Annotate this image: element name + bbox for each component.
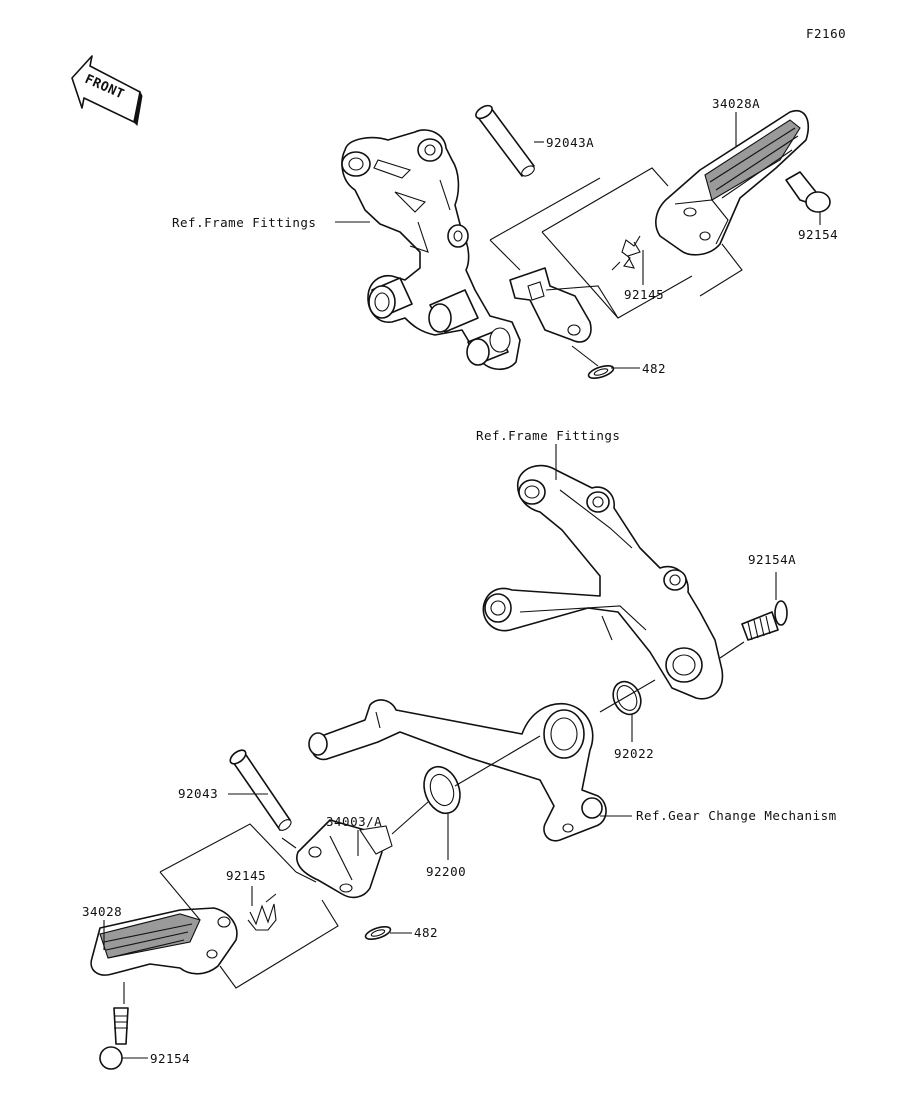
lower-spring: [247, 893, 277, 931]
label-bracket-lower: 34003/A: [326, 814, 382, 829]
label-washer-lower-b: 92200: [426, 864, 466, 879]
lower-frame-bracket: [482, 464, 724, 700]
lower-washer-b: [423, 765, 461, 815]
lower-pin: [229, 749, 292, 831]
label-gear-ref: Ref.Gear Change Mechanism: [636, 808, 837, 823]
front-arrow-icon: FRONT: [71, 55, 143, 127]
upper-footpeg: [655, 109, 810, 256]
label-bolt-lower-a: 92154A: [748, 552, 796, 567]
upper-pivot-boss-3: [466, 327, 511, 366]
upper-pivot-boss-1: [368, 277, 413, 319]
lower-footpeg: [90, 907, 238, 976]
figure-id: F2160: [806, 26, 846, 41]
lower-bolt-a: [741, 600, 788, 641]
label-bolt-upper: 92154: [798, 227, 838, 242]
label-footpeg-upper: 34028A: [712, 96, 760, 111]
label-pin-upper: 92043A: [546, 135, 594, 150]
upper-footpeg-bolt: [785, 171, 831, 213]
upper-peg-mount: [509, 267, 592, 343]
upper-spring: [611, 235, 641, 271]
label-clip-lower: 482: [414, 925, 438, 940]
lower-footpeg-bolt: [99, 1007, 129, 1070]
leader-lines: [103, 112, 821, 1059]
label-pin-lower: 92043: [178, 786, 218, 801]
label-clip-upper: 482: [642, 361, 666, 376]
lower-peg-bracket: [296, 819, 393, 899]
lower-clip: [364, 925, 392, 941]
lower-assembly: [90, 464, 788, 1070]
label-spring-lower: 92145: [226, 868, 266, 883]
shift-lever: [311, 699, 607, 842]
label-bolt-lower: 92154: [150, 1051, 190, 1066]
label-spring-upper: 92145: [624, 287, 664, 302]
upper-assembly: [341, 104, 831, 380]
label-frame-ref-lower: Ref.Frame Fittings: [476, 428, 620, 443]
label-frame-ref-upper: Ref.Frame Fittings: [172, 215, 316, 230]
lower-washer: [612, 680, 642, 716]
upper-clip: [587, 364, 615, 380]
upper-pivot-boss-2: [428, 289, 479, 333]
label-washer-lower: 92022: [614, 746, 654, 761]
upper-pin: [475, 104, 535, 177]
label-footpeg-lower: 34028: [82, 904, 122, 919]
